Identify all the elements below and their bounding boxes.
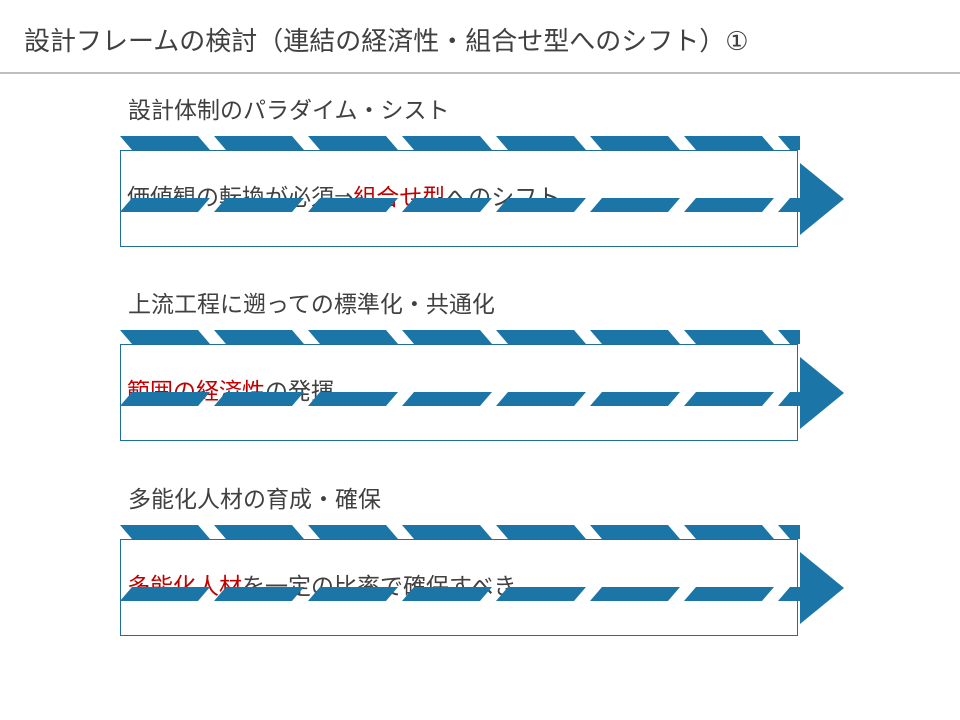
stripe-segment: [308, 587, 398, 601]
striped-band-top: [120, 136, 800, 150]
striped-band-top: [120, 525, 800, 539]
stripe-segment: [308, 136, 398, 150]
stripe-segment: [214, 136, 304, 150]
section-heading: 設計体制のパラダイム・シスト: [128, 98, 450, 124]
stripe-segment: [120, 587, 210, 601]
stripe-segment: [308, 330, 398, 344]
section-standardization: 上流工程に遡っての標準化・共通化 範囲の経済性の発揮: [120, 290, 850, 460]
stripe-segment: [214, 392, 304, 406]
stripe-segment: [590, 525, 680, 539]
stripe-segment: [684, 136, 774, 150]
stripe-segment: [402, 136, 492, 150]
arrow-right-icon: [800, 163, 844, 235]
stripe-segment: [496, 198, 586, 212]
stripe-segment: [590, 136, 680, 150]
stripe-segment: [402, 587, 492, 601]
stripe-segment: [308, 525, 398, 539]
stripe-segment: [214, 587, 304, 601]
stripe-segment: [214, 525, 304, 539]
stripe-segment: [402, 525, 492, 539]
stripe-segment: [778, 330, 800, 344]
stripe-segment: [684, 392, 774, 406]
stripe-segment: [214, 330, 304, 344]
stripe-segment: [308, 198, 398, 212]
striped-band-bottom: [120, 587, 800, 601]
stripe-segment: [684, 525, 774, 539]
arrow-right-icon: [800, 552, 844, 624]
stripe-segment: [496, 136, 586, 150]
stripe-segment: [402, 198, 492, 212]
stripe-segment: [496, 587, 586, 601]
striped-band-top: [120, 330, 800, 344]
stripe-segment: [120, 392, 210, 406]
stripe-segment: [214, 198, 304, 212]
stripe-segment: [778, 136, 800, 150]
stripe-segment: [120, 330, 210, 344]
striped-band-bottom: [120, 392, 800, 406]
stripe-segment: [778, 392, 800, 406]
stripe-segment: [684, 587, 774, 601]
page-title: 設計フレームの検討（連結の経済性・組合せ型へのシフト）①: [24, 27, 749, 57]
stripe-segment: [684, 198, 774, 212]
section-paradigm-shift: 設計体制のパラダイム・シスト 価値観の転換が必須⇒組合せ型へのシフト: [120, 96, 850, 266]
stripe-segment: [496, 525, 586, 539]
stripe-segment: [778, 525, 800, 539]
striped-band-bottom: [120, 198, 800, 212]
section-multiskilled-talent: 多能化人材の育成・確保 多能化人材を一定の比率で確保すべき: [120, 485, 850, 655]
stripe-segment: [684, 330, 774, 344]
section-heading: 多能化人材の育成・確保: [128, 487, 381, 513]
title-divider: [0, 72, 960, 74]
arrow-right-icon: [800, 357, 844, 429]
stripe-segment: [120, 198, 210, 212]
stripe-segment: [590, 392, 680, 406]
stripe-segment: [590, 330, 680, 344]
stripe-segment: [496, 330, 586, 344]
stripe-segment: [308, 392, 398, 406]
stripe-segment: [120, 136, 210, 150]
stripe-segment: [402, 392, 492, 406]
stripe-segment: [120, 525, 210, 539]
stripe-segment: [402, 330, 492, 344]
stripe-segment: [590, 587, 680, 601]
stripe-segment: [778, 587, 800, 601]
section-heading: 上流工程に遡っての標準化・共通化: [128, 292, 495, 318]
stripe-segment: [496, 392, 586, 406]
stripe-segment: [590, 198, 680, 212]
stripe-segment: [778, 198, 800, 212]
